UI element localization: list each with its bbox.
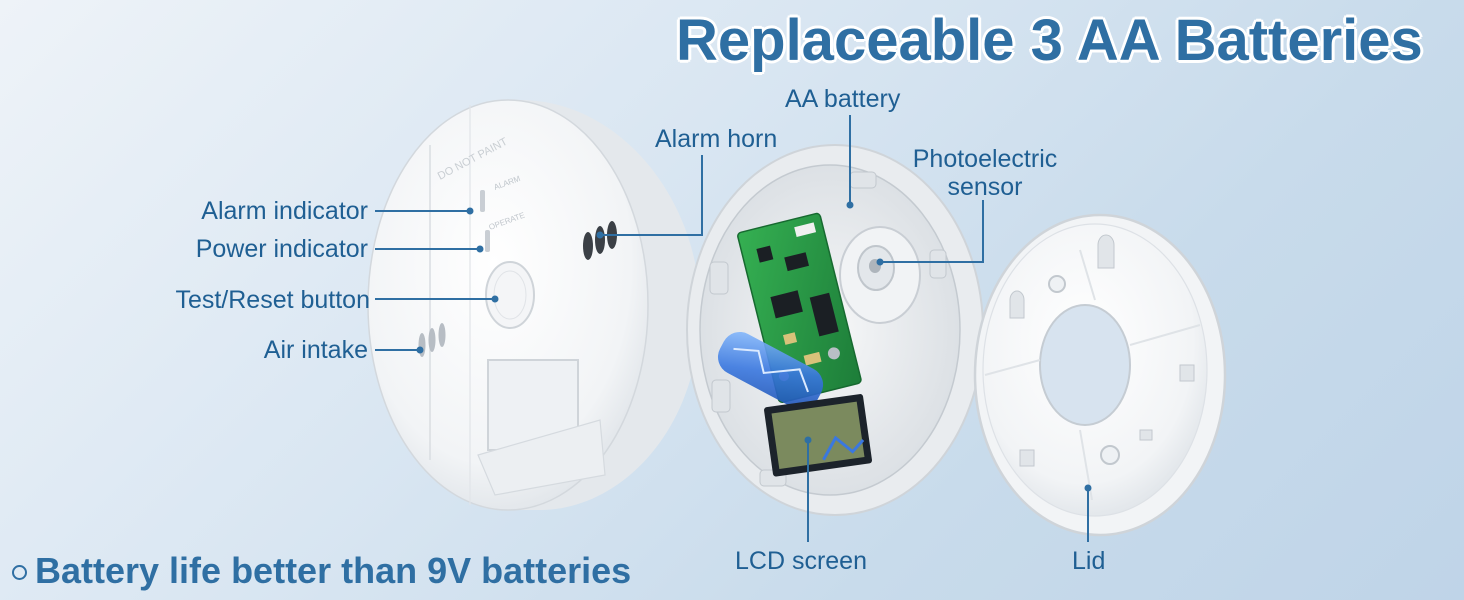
test-reset-button[interactable] <box>485 261 535 329</box>
label-test-reset-button: Test/Reset button <box>175 286 370 314</box>
label-photoelectric-line1: Photoelectric <box>912 145 1058 173</box>
leader-alarm-horn <box>600 155 703 236</box>
label-alarm-indicator: Alarm indicator <box>201 197 368 225</box>
footer-text: Battery life better than 9V batteries <box>35 550 632 591</box>
alarm-horn-vents <box>583 221 617 260</box>
lcd-screen <box>764 394 873 477</box>
label-lcd-screen: LCD screen <box>735 547 867 575</box>
label-photoelectric-line2: sensor <box>947 173 1023 201</box>
aa-battery <box>717 331 824 410</box>
photoelectric-sensor <box>839 226 921 324</box>
lid-center-hole <box>1039 304 1131 426</box>
page-title: Replaceable 3 AA Batteries <box>676 8 1423 73</box>
label-aa-battery: AA battery <box>785 85 901 113</box>
label-lid: Lid <box>1072 547 1106 575</box>
label-power-indicator: Power indicator <box>195 235 368 263</box>
detector-front: DO NOT PAINT ALARM OPERATE <box>367 99 700 511</box>
lid <box>973 213 1227 537</box>
power-indicator-light <box>485 230 490 252</box>
footer-feature: Battery life better than 9V batteries <box>12 548 631 594</box>
label-photoelectric-sensor: Photoelectric sensor <box>900 144 1070 202</box>
label-alarm-horn: Alarm horn <box>655 125 778 153</box>
leader-dots <box>416 201 1092 492</box>
leader-lines <box>375 115 1089 542</box>
alarm-indicator-light <box>480 190 485 212</box>
leader-sensor <box>880 200 984 263</box>
bullet-icon <box>12 564 27 580</box>
detector-open <box>686 144 984 516</box>
label-air-intake: Air intake <box>263 336 368 364</box>
